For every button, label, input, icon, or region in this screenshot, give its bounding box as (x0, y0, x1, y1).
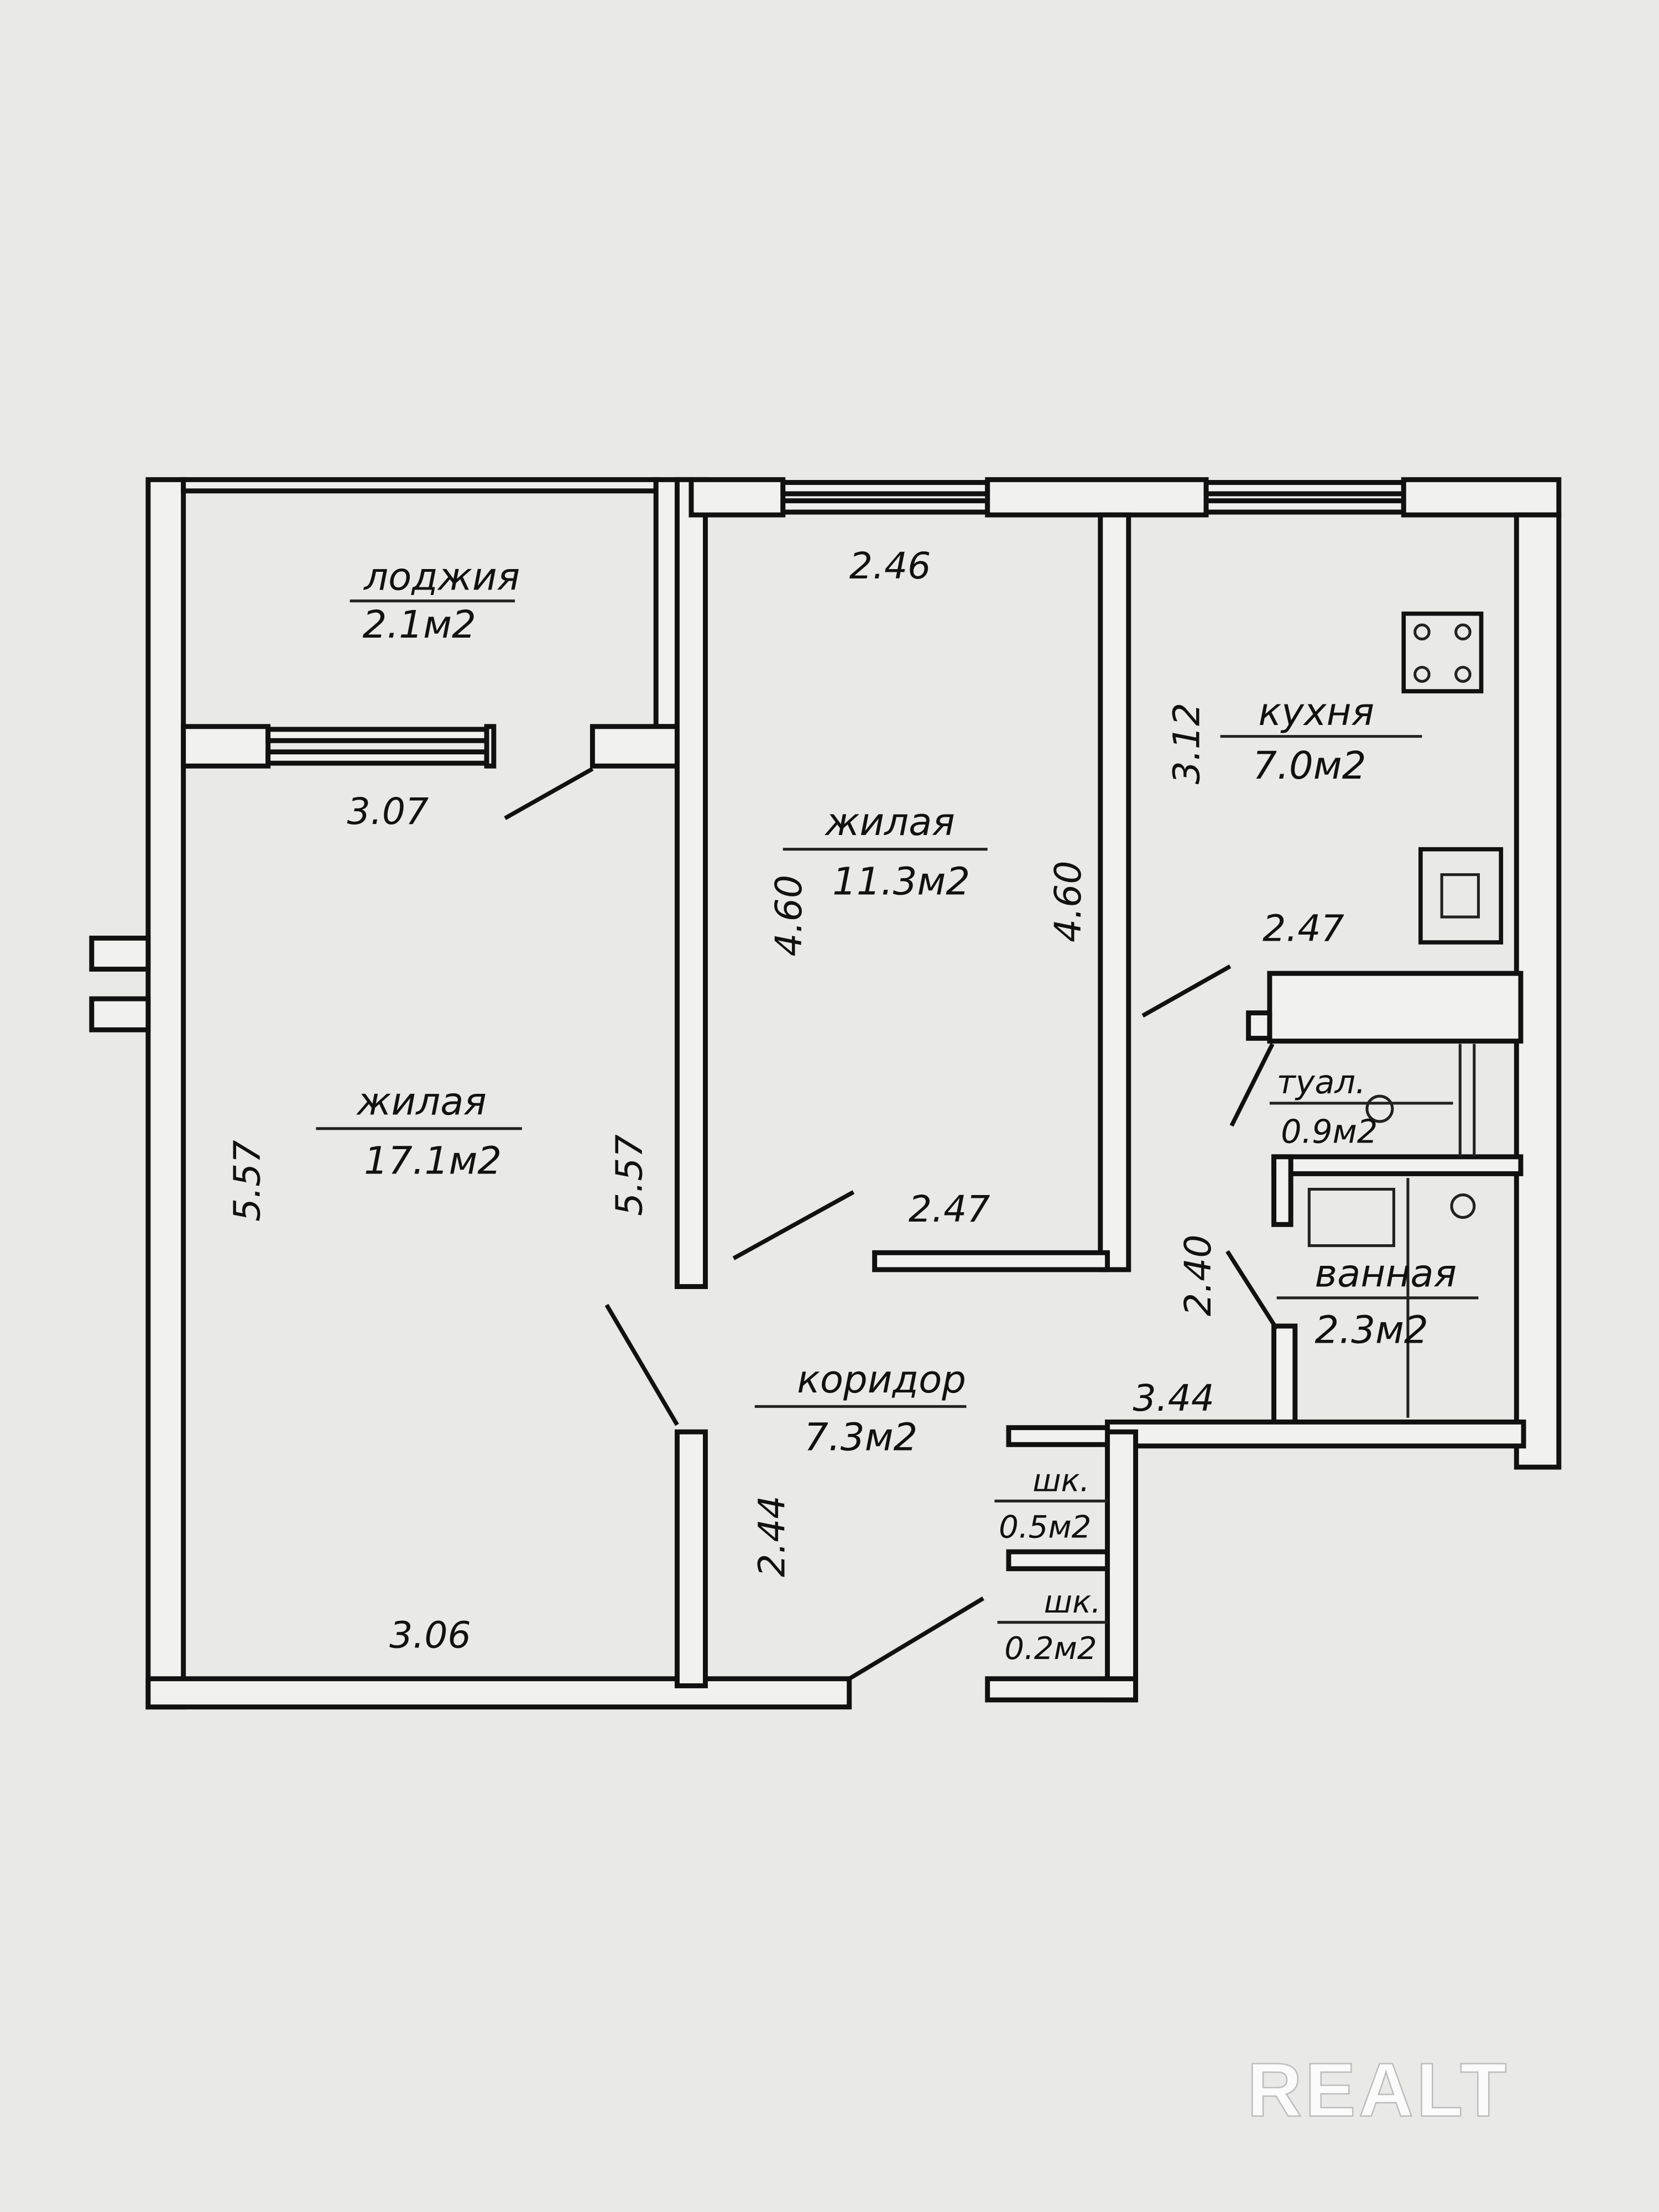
walls (89, 477, 1562, 1710)
door-swings (504, 766, 1279, 1681)
corridor-name: коридор (797, 1358, 966, 1402)
dim-small-left: 4.60 (767, 875, 810, 957)
living-small-name: жилая (824, 800, 954, 844)
dim-small-right: 4.60 (1046, 860, 1089, 942)
dimension-labels: 3.07 5.57 5.57 3.06 2.46 4.60 4.60 2.47 … (225, 544, 1344, 1657)
loggia-window-bottom (265, 749, 489, 766)
dim-loggia-width: 3.07 (347, 790, 429, 833)
corridor-area: 7.3м2 (804, 1415, 917, 1459)
room-labels: лоджия 2.1м2 жилая 17.1м2 жилая 11.3м2 к… (316, 555, 1479, 1667)
loggia-name: лоджия (363, 555, 520, 599)
dim-large-bottom: 3.06 (389, 1614, 471, 1657)
closet2-name: шк. (1044, 1584, 1101, 1620)
bathtub-icon (1307, 1187, 1395, 1248)
toilet-icon (1365, 1094, 1394, 1123)
toilet-name: туал. (1277, 1063, 1366, 1101)
living-large-area: 17.1м2 (364, 1139, 502, 1183)
living-large-name: жилая (356, 1079, 486, 1124)
dim-corridor-length: 3.44 (1133, 1376, 1214, 1420)
living-small-area: 11.3м2 (832, 859, 970, 904)
closet1-name: шк. (1032, 1463, 1089, 1499)
loggia-area: 2.1м2 (363, 603, 476, 647)
washbasin-icon (1450, 1193, 1476, 1219)
dim-small-top: 2.46 (849, 544, 931, 587)
dim-kitchen-bottom: 2.47 (1262, 907, 1344, 950)
bathroom-area: 2.3м2 (1315, 1308, 1428, 1353)
stove-icon (1401, 611, 1484, 693)
dim-large-left: 5.57 (225, 1140, 268, 1222)
closet1-area: 0.5м2 (999, 1510, 1091, 1546)
toilet-area: 0.9м2 (1281, 1113, 1378, 1150)
dim-large-right: 5.57 (608, 1134, 651, 1216)
sink-icon (1418, 847, 1504, 945)
realt-watermark: REALT (1247, 2048, 1509, 2133)
closet2-area: 0.2м2 (1004, 1631, 1097, 1667)
dim-corridor-right: 2.40 (1176, 1234, 1219, 1316)
bathroom-name: ванная (1315, 1252, 1457, 1296)
dim-small-bottom: 2.47 (909, 1187, 990, 1230)
dim-kitchen-side: 3.12 (1165, 703, 1208, 785)
kitchen-name: кухня (1259, 690, 1375, 734)
dim-corridor-side: 2.44 (750, 1495, 793, 1577)
kitchen-area: 7.0м2 (1253, 744, 1366, 788)
loggia-window-top (265, 727, 489, 743)
